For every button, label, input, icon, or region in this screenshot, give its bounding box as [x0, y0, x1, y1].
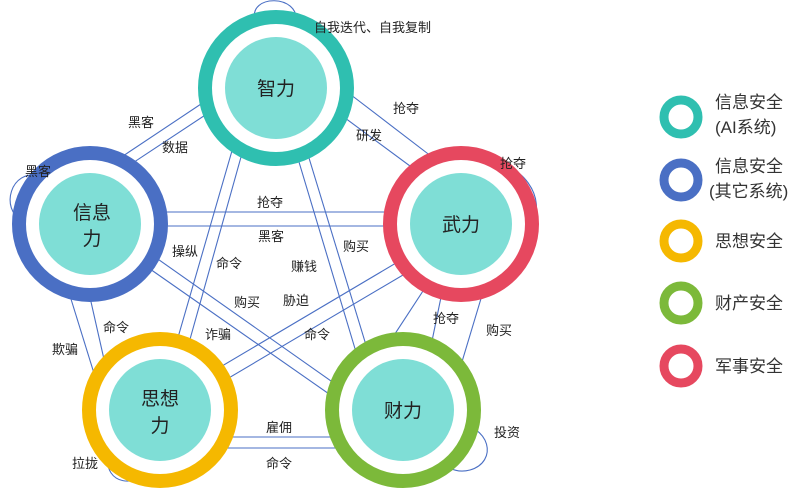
legend-item-junshi: 军事安全	[659, 344, 783, 388]
edge-label-qiangduo-wuli-zhili: 抢夺	[393, 101, 419, 116]
node-label-sixiang-1: 思想	[141, 388, 179, 410]
node-xinxi: 信息 力	[12, 146, 168, 302]
legend-label-ai-2: (AI系统)	[715, 118, 776, 137]
core-wuli	[410, 173, 512, 275]
node-label-sixiang-2: 力	[150, 415, 169, 437]
legend-item-sixiang: 思想安全	[659, 219, 783, 263]
node-label-xinxi-1: 信息	[73, 202, 111, 224]
core-zhili	[225, 37, 327, 139]
edge-label-self-zhili: 自我迭代、自我复制	[314, 20, 431, 35]
node-label-xinxi-2: 力	[82, 228, 101, 250]
node-label-caili: 财力	[384, 400, 422, 422]
node-zhili: 智力	[198, 10, 354, 166]
edge-label-zhuanqian: 赚钱	[291, 259, 317, 274]
legend-swatch-junshi	[659, 344, 703, 388]
edge-label-goumai-caili-wuli: 购买	[343, 239, 369, 254]
edge-label-self-xinxi: 黑客	[25, 164, 51, 179]
edge-label-shuju: 数据	[162, 140, 188, 155]
edge-label-goumai-xinxi: 购买	[234, 295, 260, 310]
edge-mingling-sixiang-to-wuli	[204, 262, 425, 393]
edge-goumai-caili-to-xinxi	[145, 250, 359, 401]
legend-label-caichan: 财产安全	[715, 294, 783, 313]
edge-zhili-to-sixiang	[168, 129, 239, 372]
edge-label-self-caili: 投资	[494, 425, 520, 440]
legend-item-ai: 信息安全 (AI系统)	[659, 93, 783, 139]
edge-mingling-sixiang-to-zhili	[179, 132, 248, 376]
legend-label-other-2: (其它系统)	[709, 182, 788, 201]
legend-swatch-other	[659, 158, 703, 202]
edge-label-mingling-sixiang-wuli: 命令	[304, 327, 330, 342]
legend: 信息安全 (AI系统) 信息安全 (其它系统) 思想安全 财产安全 军事安全	[659, 93, 788, 388]
legend-label-ai-1: 信息安全	[715, 93, 783, 112]
edge-label-goumai-caili: 购买	[486, 323, 512, 338]
edge-label-mingling-xinxi: 命令	[103, 320, 129, 335]
legend-item-caichan: 财产安全	[659, 281, 783, 325]
edge-label-qiangduo-wuli-caili: 抢夺	[433, 311, 459, 326]
edge-label-mingling-zhili: 命令	[216, 256, 242, 271]
edge-label-heike-2: 黑客	[258, 229, 284, 244]
edge-label-zhapian: 诈骗	[205, 327, 231, 342]
legend-swatch-ai	[659, 95, 703, 139]
edge-label-self-wuli: 抢夺	[500, 156, 526, 171]
core-caili	[352, 359, 454, 461]
legend-item-other: 信息安全 (其它系统)	[659, 157, 788, 202]
edge-labels: 自我迭代、自我复制 黑客 数据 黑客 抢夺 研发 抢夺 抢夺 黑客 操纵 命令 …	[25, 20, 526, 471]
legend-swatch-sixiang	[659, 219, 703, 263]
edge-label-caozong: 操纵	[172, 244, 198, 259]
node-sixiang: 思想 力	[82, 332, 238, 488]
legend-label-sixiang: 思想安全	[715, 232, 783, 251]
legend-label-other-1: 信息安全	[715, 157, 783, 176]
node-label-zhili: 智力	[257, 78, 295, 100]
edge-label-xiepo: 胁迫	[283, 293, 309, 308]
edge-label-mingling-sixiang-caili: 命令	[266, 456, 292, 471]
edge-label-qiangduo-wuli-xinxi: 抢夺	[257, 195, 283, 210]
edge-zhuanqian-zhili-to-caili	[289, 131, 362, 372]
legend-swatch-caichan	[659, 281, 703, 325]
legend-label-junshi: 军事安全	[715, 357, 783, 376]
core-sixiang	[109, 359, 211, 461]
node-label-wuli: 武力	[442, 214, 480, 236]
edge-label-self-sixiang: 拉拢	[72, 456, 98, 471]
node-caili: 财力	[325, 332, 481, 488]
edge-label-yanfa: 研发	[356, 128, 382, 143]
edge-xiepo-wuli-to-sixiang	[195, 249, 419, 382]
node-wuli: 武力	[383, 146, 539, 302]
core-xinxi	[39, 173, 141, 275]
edge-label-qipian: 欺骗	[52, 342, 78, 357]
edge-caili-to-zhili	[302, 135, 374, 369]
edge-xinxi-to-caili	[139, 261, 352, 410]
edge-label-heike-1: 黑客	[128, 115, 154, 130]
edge-label-guyong: 雇佣	[266, 420, 292, 435]
